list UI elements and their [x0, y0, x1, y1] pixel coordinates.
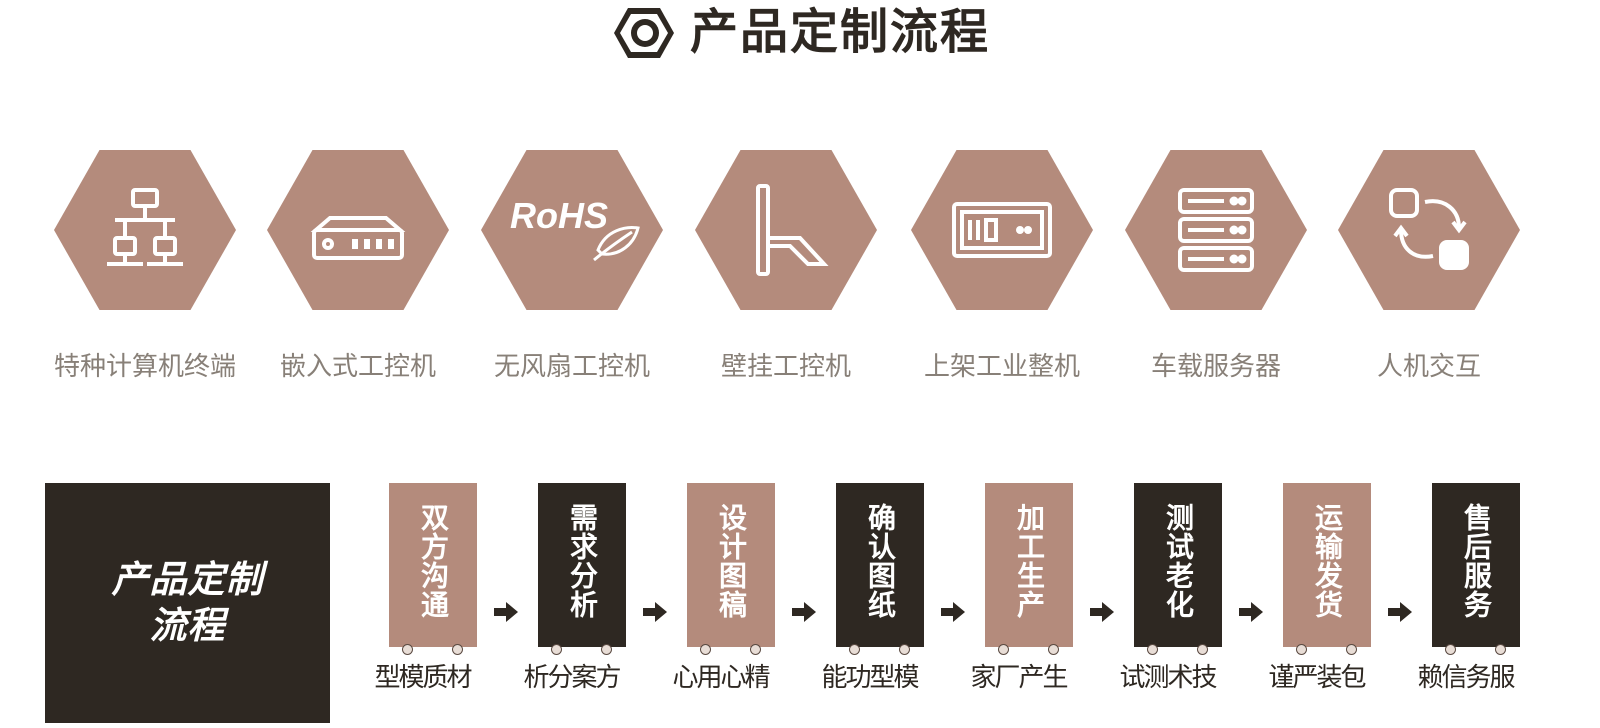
- step-sub-left: 厂家: [966, 663, 1020, 689]
- step-label: 加工生产: [1013, 503, 1046, 619]
- step-label: 确认图纸: [864, 503, 897, 619]
- product-hexagon: [54, 150, 236, 310]
- product-item[interactable]: 壁挂工控机: [695, 150, 877, 382]
- box-pc-icon: [310, 216, 406, 260]
- arrow-right-icon: [494, 602, 518, 622]
- arrow-right-icon: [1239, 602, 1263, 622]
- step-dot: [1346, 644, 1357, 655]
- product-hexagon: RoHS: [481, 150, 663, 310]
- page-title: 产品定制流程: [690, 4, 991, 60]
- arrow-right-icon: [792, 602, 816, 622]
- page-header: 产品定制流程: [0, 0, 1600, 66]
- product-label: 车载服务器: [1150, 352, 1281, 382]
- process-title-box: 产品定制 流程: [45, 483, 330, 723]
- step-dot: [452, 644, 463, 655]
- product-label: 上架工业整机: [923, 352, 1080, 382]
- step-sub-left: 功能: [817, 663, 871, 689]
- step-dot: [700, 644, 711, 655]
- process-step[interactable]: 加工生产 厂家 生产: [966, 483, 1073, 689]
- product-item[interactable]: 车载服务器: [1125, 150, 1307, 382]
- step-sub-left: 信赖: [1413, 663, 1467, 689]
- step-dot: [402, 644, 413, 655]
- step-dot: [1495, 644, 1506, 655]
- product-label: 嵌入式工控机: [279, 352, 436, 382]
- process-title-line-2: 流程: [149, 604, 226, 647]
- step-label: 测试老化: [1162, 503, 1195, 619]
- arrow-right-icon: [643, 602, 667, 622]
- arrow-right-icon: [1388, 602, 1412, 622]
- process-step[interactable]: 双方沟通 模型 材质: [370, 483, 477, 689]
- step-sub-left: 分析: [519, 663, 573, 689]
- step-label: 运输发货: [1311, 503, 1344, 619]
- step-card: 测试老化: [1134, 483, 1222, 647]
- wall-mount-icon: [756, 184, 829, 276]
- product-label: 壁挂工控机: [720, 352, 851, 382]
- step-sub-right: 技术: [1163, 663, 1217, 689]
- step-dot: [1147, 644, 1158, 655]
- process-title-line-1: 产品定制: [111, 558, 264, 601]
- step-label: 售后服务: [1460, 503, 1493, 619]
- step-sub-right: 材质: [418, 663, 472, 689]
- process-step[interactable]: 需求分析 分析 方案: [519, 483, 626, 689]
- interaction-cycle-icon: [1389, 188, 1469, 270]
- step-dot: [551, 644, 562, 655]
- process-step[interactable]: 设计图稿 用心 精心: [668, 483, 775, 689]
- step-sub-right: 模型: [865, 663, 919, 689]
- step-card: 双方沟通: [389, 483, 477, 647]
- step-dot: [899, 644, 910, 655]
- step-sub-left: 模型: [370, 663, 424, 689]
- step-card: 运输发货: [1283, 483, 1371, 647]
- step-label: 设计图稿: [715, 503, 748, 619]
- step-sub-left: 测试: [1115, 663, 1169, 689]
- step-sub-left: 严谨: [1264, 663, 1318, 689]
- step-dot: [1197, 644, 1208, 655]
- rack-unit-icon: [952, 202, 1052, 258]
- product-label: 人机交互: [1376, 352, 1481, 382]
- step-sub-right: 服务: [1461, 663, 1515, 689]
- product-hexagon: [267, 150, 449, 310]
- step-dot: [849, 644, 860, 655]
- product-hexagon: [695, 150, 877, 310]
- product-item[interactable]: 人机交互: [1338, 150, 1520, 382]
- step-dot: [1048, 644, 1059, 655]
- rohs-leaf-icon: RoHS: [510, 195, 640, 262]
- arrow-right-icon: [1090, 602, 1114, 622]
- step-sub-right: 精心: [716, 663, 770, 689]
- product-label: 特种计算机终端: [53, 352, 236, 382]
- step-dot: [1296, 644, 1307, 655]
- product-hexagon: [911, 150, 1093, 310]
- product-item[interactable]: 特种计算机终端: [54, 150, 236, 382]
- step-card: 需求分析: [538, 483, 626, 647]
- step-label: 双方沟通: [417, 503, 450, 619]
- arrow-right-icon: [941, 602, 965, 622]
- hex-nut-icon: [614, 8, 674, 58]
- step-sub-right: 方案: [567, 663, 621, 689]
- network-hierarchy-icon: [107, 188, 183, 266]
- step-card: 确认图纸: [836, 483, 924, 647]
- step-card: 售后服务: [1432, 483, 1520, 647]
- step-sub-right: 生产: [1014, 663, 1068, 689]
- process-step[interactable]: 售后服务 信赖 服务: [1413, 483, 1520, 689]
- step-sub-left: 用心: [668, 663, 722, 689]
- product-hexagon: [1338, 150, 1520, 310]
- product-item[interactable]: RoHS 无风扇工控机: [481, 150, 663, 382]
- product-label: 无风扇工控机: [493, 352, 650, 382]
- process-step[interactable]: 确认图纸 功能 模型: [817, 483, 924, 689]
- rohs-text: RoHS: [510, 195, 608, 236]
- step-card: 加工生产: [985, 483, 1073, 647]
- step-dot: [601, 644, 612, 655]
- step-dot: [998, 644, 1009, 655]
- product-item[interactable]: 上架工业整机: [911, 150, 1093, 382]
- step-sub-right: 包装: [1312, 663, 1366, 689]
- step-label: 需求分析: [566, 503, 599, 619]
- step-dot: [1445, 644, 1456, 655]
- step-card: 设计图稿: [687, 483, 775, 647]
- product-item[interactable]: 嵌入式工控机: [267, 150, 449, 382]
- process-step[interactable]: 测试老化 测试 技术: [1115, 483, 1222, 689]
- step-dot: [750, 644, 761, 655]
- process-step[interactable]: 运输发货 严谨 包装: [1264, 483, 1371, 689]
- server-stack-icon: [1178, 188, 1254, 272]
- product-hexagon: [1125, 150, 1307, 310]
